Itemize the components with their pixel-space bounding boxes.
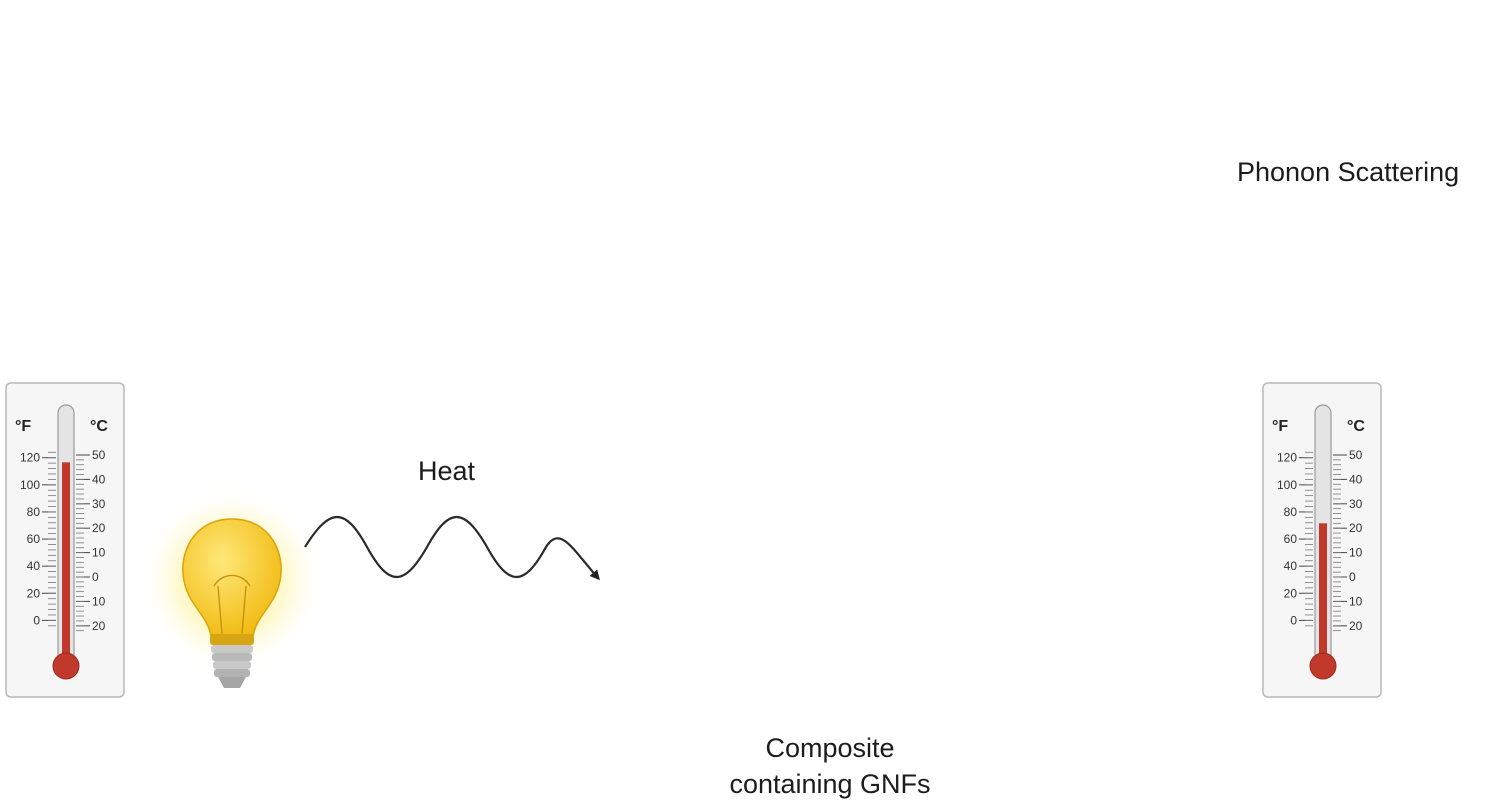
fahrenheit-tick-label: 20 [1284,586,1298,600]
fahrenheit-tick-label: 100 [1277,478,1297,492]
phonon-scattering-label: Phonon Scattering [1237,157,1460,187]
celsius-tick-label: 0 [92,570,99,584]
celsius-tick-label: 30 [92,497,106,511]
celsius-tick-label: 20 [1349,521,1363,535]
celsius-unit-label: °C [1347,418,1365,435]
fahrenheit-tick-label: 100 [20,478,40,492]
fahrenheit-unit-label: °F [1272,418,1288,435]
fahrenheit-unit-label: °F [15,418,31,435]
fahrenheit-tick-label: 120 [20,451,40,465]
celsius-tick-label: 20 [1349,619,1363,633]
celsius-tick-label: 40 [92,472,106,486]
celsius-tick-label: 20 [92,521,106,535]
heat-label: Heat [418,456,476,486]
celsius-tick-label: 30 [1349,497,1363,511]
light-bulb-icon [137,485,327,688]
celsius-tick-label: 40 [1349,472,1363,486]
composite-label-line2: containing GNFs [729,769,931,799]
celsius-tick-label: 50 [92,448,106,462]
celsius-tick-label: 20 [92,619,106,633]
celsius-tick-label: 10 [1349,594,1363,608]
composite-label-line1: Composite [765,733,895,763]
celsius-tick-label: 0 [1349,570,1356,584]
fahrenheit-tick-label: 20 [27,586,41,600]
heat-wave-icon [304,516,600,581]
celsius-tick-label: 10 [92,546,106,560]
fahrenheit-tick-label: 80 [1284,505,1298,519]
fahrenheit-tick-label: 40 [1284,559,1298,573]
fahrenheit-tick-label: 60 [27,532,41,546]
celsius-unit-label: °C [90,418,108,435]
celsius-tick-label: 50 [1349,448,1363,462]
fahrenheit-tick-label: 80 [27,505,41,519]
fahrenheit-tick-label: 0 [33,613,40,627]
celsius-tick-label: 10 [1349,546,1363,560]
fahrenheit-tick-label: 40 [27,559,41,573]
composite-label: Composite containing GNFs [700,730,960,802]
celsius-tick-label: 10 [92,594,106,608]
fahrenheit-tick-label: 0 [1290,613,1297,627]
fahrenheit-tick-label: 60 [1284,532,1298,546]
fahrenheit-tick-label: 120 [1277,451,1297,465]
